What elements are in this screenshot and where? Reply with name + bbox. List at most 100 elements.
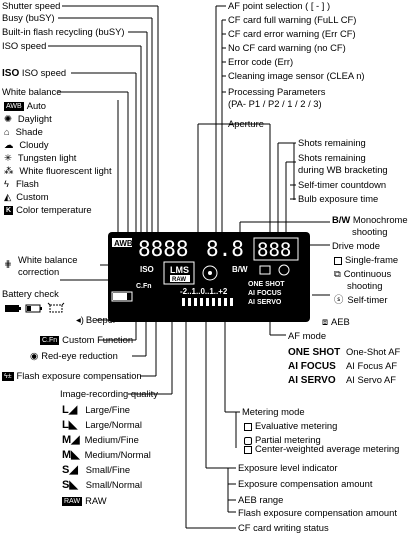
wb-daylight-label: Daylight	[17, 113, 52, 124]
flash-comp-label: Flash exposure compensation	[16, 370, 142, 381]
drive-continuous-2: shooting	[347, 280, 383, 291]
af-ai-servo-symbol: AI SERVO	[288, 375, 336, 386]
label-af-point: AF point selection ( [ - ] )	[228, 0, 331, 11]
lcd-one-shot: ONE SHOT	[248, 281, 285, 288]
label-self-timer-countdown: Self-timer countdown	[298, 179, 387, 190]
raw-icon: RAW	[62, 497, 83, 507]
wb-kelvin-label: Color temperature	[16, 204, 92, 215]
af-ai-servo-label: AI Servo AF	[346, 374, 397, 385]
label-shots-wb-1: Shots remaining	[298, 152, 366, 163]
iso-symbol: ISO	[2, 68, 20, 79]
mono-row: B/W Monochrome	[332, 214, 408, 225]
single-frame-icon	[334, 256, 342, 265]
wb-correction-label-1: White balance	[18, 254, 78, 265]
lcd-exposure-bars	[182, 298, 233, 306]
af-title: AF mode	[288, 330, 327, 341]
label-busy: Busy (buSY)	[2, 12, 55, 23]
exposure-aeb: AEB range	[238, 494, 284, 505]
aeb-label: AEB	[330, 316, 350, 327]
lcd-digits-left: 8888	[138, 237, 189, 261]
custom-wb-icon: ◭	[4, 191, 12, 202]
wb-flash-label: Flash	[15, 178, 39, 189]
label-flash-recycling: Built-in flash recycling (buSY)	[2, 26, 125, 37]
flash-icon: ϟ	[4, 178, 9, 189]
af-one-shot-symbol: ONE SHOT	[288, 347, 341, 358]
metering-title: Metering mode	[242, 406, 305, 417]
lcd-ai-focus: AI FOCUS	[248, 290, 282, 297]
drive-title: Drive mode	[332, 240, 380, 251]
aeb-icon: ⧈	[322, 316, 328, 327]
metering-center-row: Center-weighted average metering	[244, 443, 399, 454]
af-row-ai-servo: AI SERVO AI Servo AF	[288, 374, 396, 386]
lcd-lms: LMS	[170, 265, 189, 275]
wb-correction-icon: ⋕	[4, 258, 12, 269]
metering-partial: Partial metering	[255, 434, 321, 445]
quality-large-normal-row: L◣ Large/Normal	[62, 419, 142, 431]
iso-label: ISO speed	[21, 67, 67, 78]
lcd-metering-icon	[202, 265, 218, 281]
drive-single: Single-frame	[345, 254, 399, 265]
label-cf-error: CF card error warning (Err CF)	[228, 28, 356, 39]
metering-partial-row: Partial metering	[244, 434, 321, 445]
quality-large-fine: Large/Fine	[85, 404, 131, 415]
flash-comp-icon: ϟ±	[2, 372, 14, 382]
fluorescent-icon: ⁂	[4, 165, 14, 176]
battery-label: Battery check	[2, 288, 59, 299]
mono-label-2: shooting	[352, 226, 388, 237]
wb-correction-label-2: correction	[18, 266, 60, 277]
quality-medium-fine: Medium/Fine	[84, 434, 139, 445]
lcd-panel: AWB 8888 8.8 888 ISO LMS RAW B/W C.Fn -2…	[108, 232, 310, 322]
wb-tungsten-label: Tungsten light	[17, 152, 77, 163]
mono-symbol: B/W	[332, 214, 351, 225]
quality-small-normal-row: S◣Small/Normal	[62, 479, 142, 491]
af-one-shot-label: One-Shot AF	[346, 346, 401, 357]
large-normal-icon: L◣	[62, 419, 78, 431]
quality-large-normal: Large/Normal	[85, 419, 142, 430]
wb-title: White balance	[2, 86, 62, 97]
label-no-cf: No CF card warning (no CF)	[228, 42, 346, 53]
center-weighted-icon	[244, 445, 252, 454]
metering-evaluative: Evaluative metering	[255, 420, 338, 431]
mono-label-1: Monochrome	[352, 214, 408, 225]
self-timer-icon: ⓢ	[334, 294, 344, 305]
large-fine-icon: L◢	[62, 404, 78, 416]
tungsten-icon: ✳	[4, 152, 12, 163]
red-eye-label: Red-eye reduction	[41, 350, 118, 361]
label-processing-values: (PA- P1 / P2 / 1 / 2 / 3)	[228, 98, 322, 109]
wb-custom-row: ◭Custom	[4, 191, 49, 202]
label-aperture: Aperture	[228, 118, 264, 129]
lcd-battery-icon	[111, 291, 133, 302]
partial-icon	[244, 436, 252, 445]
medium-fine-icon: M◢	[62, 434, 80, 446]
lcd-digits-right: 888	[257, 239, 291, 261]
wb-shade-label: Shade	[15, 126, 43, 137]
quality-small-fine: Small/Fine	[85, 464, 131, 475]
metering-evaluative-row: Evaluative metering	[244, 420, 337, 431]
wb-cloudy-label: Cloudy	[19, 139, 49, 150]
wb-auto-label: Auto	[26, 100, 46, 111]
af-ai-focus-symbol: AI FOCUS	[288, 361, 336, 372]
quality-title: Image-recording quality	[60, 388, 158, 399]
lcd-awb: AWB	[114, 239, 133, 248]
flash-comp-row: ϟ±Flash exposure compensation	[2, 370, 142, 382]
quality-medium-normal-row: M◣ Medium/Normal	[62, 449, 151, 461]
red-eye-icon: ◉	[30, 350, 39, 361]
quality-medium-fine-row: M◢ Medium/Fine	[62, 434, 139, 446]
wb-fluorescent-row: ⁂White fluorescent light	[4, 165, 112, 176]
label-bulb: Bulb exposure time	[298, 193, 379, 204]
kelvin-icon: K	[4, 206, 14, 216]
label-shots-wb-2: during WB bracketing	[298, 164, 388, 175]
beeper-label: Beeper	[85, 314, 117, 325]
small-normal-icon: S◣	[62, 479, 78, 491]
shade-icon: ⌂	[4, 126, 10, 137]
wb-cloudy-row: ☁Cloudy	[4, 139, 49, 150]
medium-normal-icon: M◣	[62, 449, 80, 461]
cfn-label: Custom Function	[62, 334, 134, 345]
drive-continuous-1: Continuous	[343, 268, 392, 279]
quality-medium-normal: Medium/Normal	[84, 449, 151, 460]
label-cf-full: CF card full warning (FuLL CF)	[228, 14, 357, 25]
